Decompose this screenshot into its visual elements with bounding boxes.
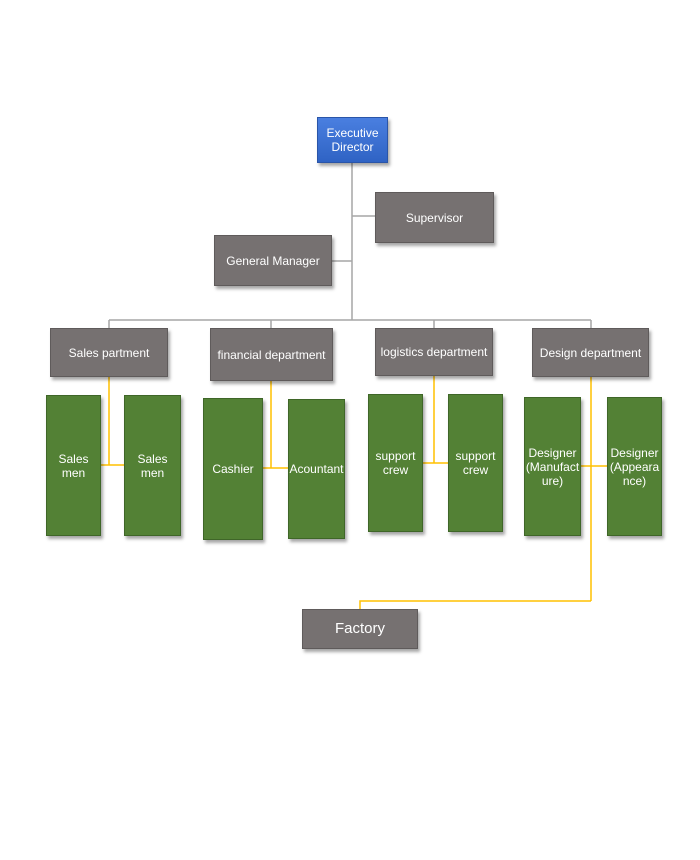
financial-department-label: financial department (217, 347, 326, 362)
connector-financial-staff (263, 381, 288, 469)
support-crew-label-1: support crew (375, 449, 416, 477)
design-department-label: Design department (539, 345, 642, 360)
support-crew-box-2[interactable]: support crew (448, 394, 503, 532)
logistics-department-box[interactable]: logistics department (375, 328, 493, 376)
cashier-box[interactable]: Cashier (203, 398, 263, 540)
accountant-label: Acountant (289, 462, 344, 476)
sales-men-box-1[interactable]: Sales men (46, 395, 101, 536)
factory-box[interactable]: Factory (302, 609, 418, 649)
connector-factory (359, 600, 591, 609)
financial-department-box[interactable]: financial department (210, 328, 333, 381)
support-crew-box-1[interactable]: support crew (368, 394, 423, 532)
sales-department-label: Sales partment (68, 345, 150, 360)
sales-department-box[interactable]: Sales partment (50, 328, 168, 377)
designer-appearance-label: Designer (Appeara nce) (609, 445, 660, 488)
general-manager-box[interactable]: General Manager (214, 235, 332, 286)
logistics-department-label: logistics department (380, 345, 488, 359)
connector-design-staff (581, 377, 607, 601)
supervisor-box[interactable]: Supervisor (375, 192, 494, 243)
executive-director-box[interactable]: Executive Director (317, 117, 388, 163)
connector-logistics-staff (423, 376, 448, 464)
designer-manufacture-box[interactable]: Designer (Manufact ure) (524, 397, 581, 536)
support-crew-label-2: support crew (455, 449, 496, 477)
design-department-box[interactable]: Design department (532, 328, 649, 377)
supervisor-label: Supervisor (405, 210, 464, 225)
designer-manufacture-label: Designer (Manufact ure) (525, 445, 580, 488)
factory-label: Factory (334, 620, 385, 637)
general-manager-label: General Manager (226, 253, 320, 268)
designer-appearance-box[interactable]: Designer (Appeara nce) (607, 397, 662, 536)
sales-men-label-2: Sales men (137, 451, 168, 480)
connector-sales-staff (100, 377, 124, 466)
accountant-box[interactable]: Acountant (288, 399, 345, 539)
executive-director-label: Executive Director (326, 126, 379, 154)
cashier-label: Cashier (212, 462, 254, 476)
sales-men-box-2[interactable]: Sales men (124, 395, 181, 536)
sales-men-label-1: Sales men (58, 451, 89, 480)
